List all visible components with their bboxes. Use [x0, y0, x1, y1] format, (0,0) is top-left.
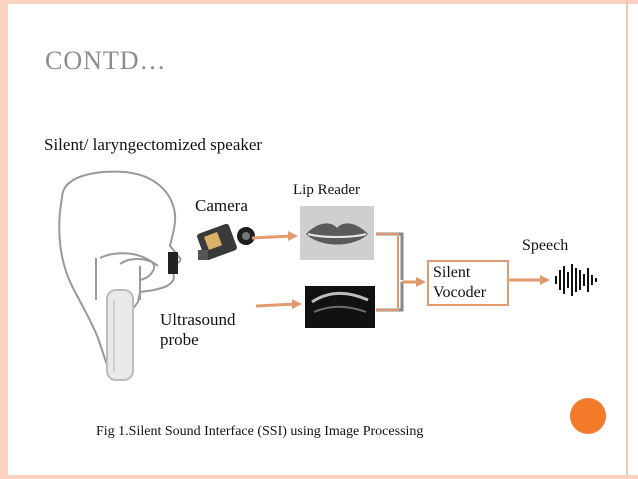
ultrasound-label-line2: probe	[160, 330, 199, 349]
lip-reader-image	[300, 206, 374, 260]
head-illustration	[58, 170, 182, 381]
camera-icon	[197, 223, 255, 261]
slide-border-bottom	[0, 475, 638, 479]
slide-border-top	[0, 0, 638, 4]
vocoder-label-line2: Vocoder	[433, 284, 487, 301]
decorative-orange-circle	[570, 398, 606, 434]
speech-label: Speech	[522, 237, 569, 254]
ultrasound-image	[305, 286, 375, 328]
camera-label: Camera	[195, 196, 248, 215]
arrow-camera-to-lip	[251, 231, 298, 241]
arrow-probe-to-ultrasound	[255, 299, 302, 309]
vocoder-label-line1: Silent	[433, 264, 471, 281]
arrow-vocoder-to-speech	[508, 275, 550, 285]
mouth-region-marker	[168, 252, 178, 274]
slide-border-right	[626, 0, 628, 479]
silent-vocoder-box	[427, 260, 509, 306]
ultrasound-label-line1: Ultrasound	[160, 310, 236, 329]
figure-caption: Fig 1.Silent Sound Interface (SSI) using…	[96, 424, 424, 439]
slide-border-left	[0, 0, 8, 479]
slide-subtitle: Silent/ laryngectomized speaker	[44, 135, 263, 154]
arrow-into-vocoder	[416, 277, 426, 287]
connector-to-vocoder	[376, 232, 420, 312]
slide-title: CONTD…	[45, 46, 167, 75]
ultrasound-probe-illustration	[106, 289, 134, 381]
lip-reader-label: Lip Reader	[293, 182, 361, 198]
speech-waveform-icon	[555, 264, 597, 296]
